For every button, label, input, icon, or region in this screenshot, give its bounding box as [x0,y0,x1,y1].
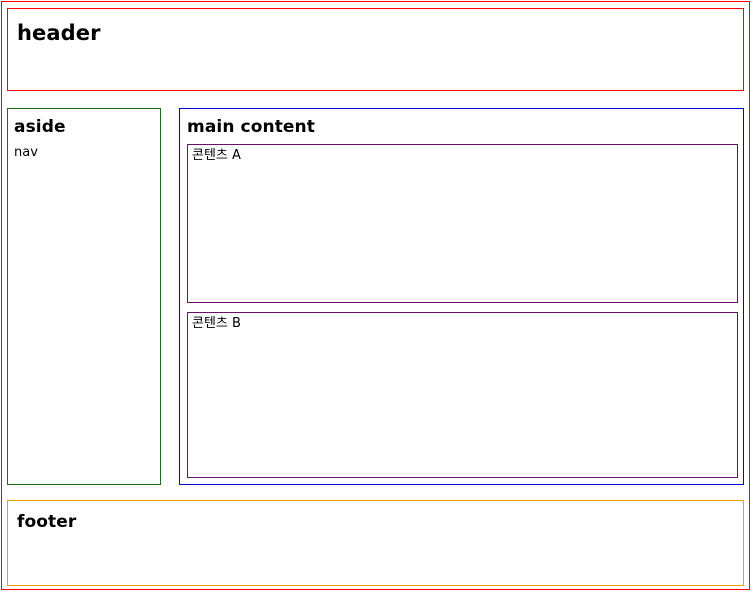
footer-title: footer [17,512,77,532]
site-header: header [7,8,744,91]
site-main-content: main content 콘텐츠 A 콘텐츠 B [179,108,744,485]
header-title: header [17,21,101,45]
content-section-a: 콘텐츠 A [187,144,738,303]
site-footer: footer [7,500,744,586]
content-section-a-label: 콘텐츠 A [192,148,241,163]
aside-nav-label: nav [14,144,38,160]
aside-title: aside [14,117,66,137]
main-content-title: main content [187,117,315,137]
content-section-b-label: 콘텐츠 B [192,316,241,331]
content-section-b: 콘텐츠 B [187,312,738,478]
site-aside: aside nav [7,108,161,485]
